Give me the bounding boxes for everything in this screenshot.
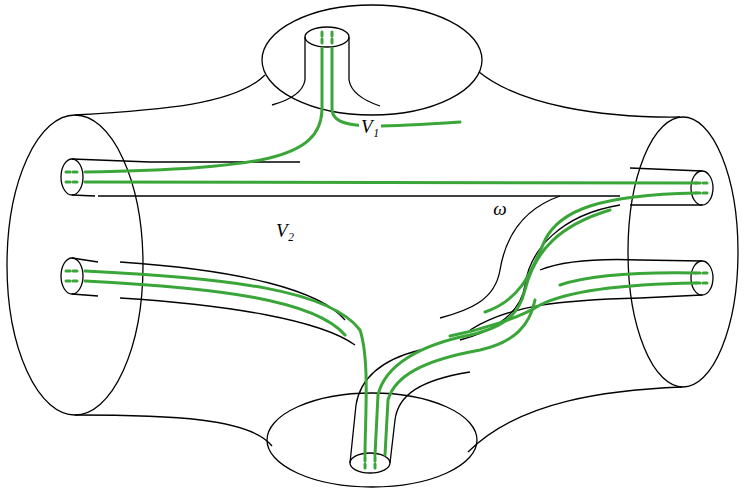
region-label: ω <box>491 198 508 219</box>
region-label: V₁ <box>359 116 381 137</box>
region-label: V₂ <box>274 220 296 241</box>
